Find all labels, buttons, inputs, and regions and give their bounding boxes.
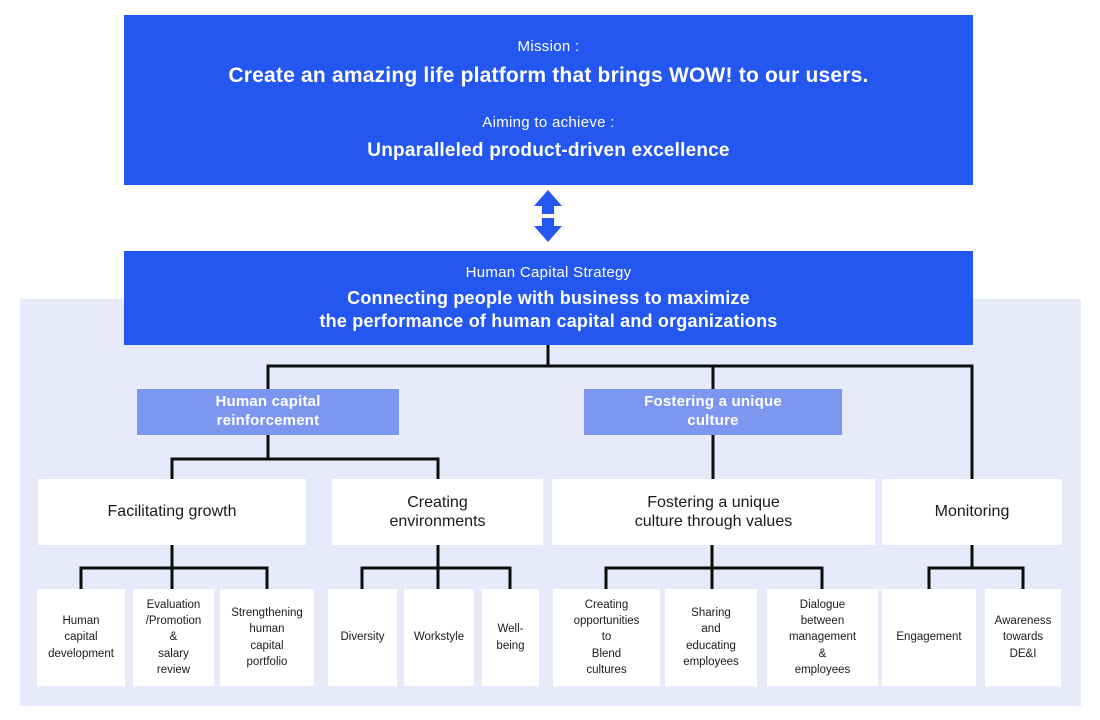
theme-monitoring: Monitoring (882, 479, 1062, 545)
mission-label: Mission : (517, 38, 580, 55)
initiative-well-being: Well- being (482, 589, 539, 686)
initiative-dialogue-management-employees: Dialogue between management & employees (767, 589, 878, 686)
strategy-label: Human Capital Strategy (465, 264, 632, 281)
mission-box: Mission : Create an amazing life platfor… (124, 15, 973, 185)
pillar-human-capital-reinforcement: Human capital reinforcement (137, 389, 399, 435)
initiative-sharing-educating-employees: Sharing and educating employees (665, 589, 757, 686)
initiative-diversity: Diversity (328, 589, 397, 686)
theme-fostering-culture-through-values: Fostering a unique culture through value… (552, 479, 875, 545)
aim-statement: Unparalleled product-driven excellence (367, 140, 730, 161)
double-vertical-arrow-icon (534, 190, 562, 242)
initiative-evaluation-promotion-salary-review: Evaluation /Promotion & salary review (133, 589, 214, 686)
initiative-workstyle: Workstyle (404, 589, 474, 686)
theme-creating-environments: Creating environments (332, 479, 543, 545)
pillar-fostering-unique-culture: Fostering a unique culture (584, 389, 842, 435)
strategy-statement: Connecting people with business to maxim… (319, 288, 778, 331)
aiming-to-achieve-label: Aiming to achieve : (482, 114, 615, 131)
initiative-strengthening-human-capital-portfolio: Strengthening human capital portfolio (220, 589, 314, 686)
initiative-awareness-towards-dei: Awareness towards DE&I (985, 589, 1061, 686)
initiative-engagement: Engagement (882, 589, 976, 686)
human-capital-strategy-box: Human Capital Strategy Connecting people… (124, 251, 973, 345)
initiative-creating-opportunities-blend-cultures: Creating opportunities to Blend cultures (553, 589, 660, 686)
theme-facilitating-growth: Facilitating growth (38, 479, 306, 545)
mission-statement: Create an amazing life platform that bri… (228, 64, 869, 87)
initiative-human-capital-development: Human capital development (37, 589, 125, 686)
